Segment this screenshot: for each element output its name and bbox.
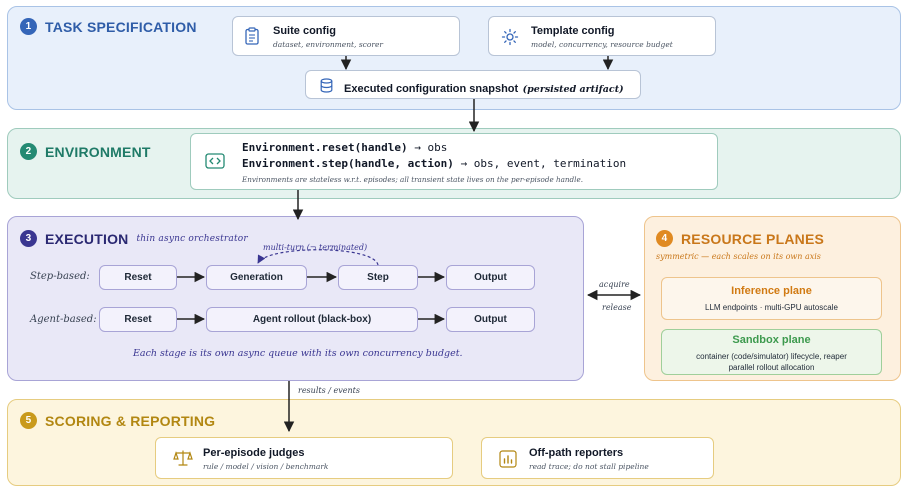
release-label: release <box>602 303 632 312</box>
task-panel-title-text: TASK SPECIFICATION <box>45 18 197 35</box>
per-episode-judges-box: Per-episode judges rule / model / vision… <box>155 437 453 479</box>
judges-title: Per-episode judges <box>203 447 305 459</box>
scoring-panel-title-text: SCORING & REPORTING <box>45 412 216 429</box>
resources-panel-number: 4 <box>656 230 673 247</box>
execution-panel-number: 3 <box>20 230 37 247</box>
environment-panel-number: 2 <box>20 143 37 160</box>
scales-icon <box>173 450 193 466</box>
clipboard-icon <box>245 27 259 45</box>
inference-plane-box: Inference plane LLM endpoints · multi-GP… <box>661 277 882 320</box>
agent-reset-stage: Reset <box>99 307 177 332</box>
scoring-panel-title: 5 SCORING & REPORTING <box>20 412 215 429</box>
resources-panel-title-text: RESOURCE PLANES <box>681 230 825 247</box>
results-events-label: results / events <box>298 386 360 395</box>
step-stage: Step <box>338 265 418 290</box>
resources-panel-title: 4 RESOURCE PLANES <box>656 230 824 247</box>
reset-return: → obs <box>407 141 448 154</box>
sandbox-plane-title: Sandbox plane <box>732 334 811 346</box>
template-config-box: Template config model, concurrency, reso… <box>488 16 716 56</box>
template-config-subtitle: model, concurrency, resource budget <box>531 40 673 49</box>
reporters-subtitle: read trace; do not stall pipeline <box>529 462 649 471</box>
judges-subtitle: rule / model / vision / benchmark <box>203 462 329 471</box>
suite-config-box: Suite config dataset, environment, score… <box>232 16 460 56</box>
inference-plane-title: Inference plane <box>731 285 812 297</box>
reporters-title: Off-path reporters <box>529 447 624 459</box>
sandbox-plane-desc-1: container (code/simulator) lifecycle, re… <box>696 352 847 361</box>
snapshot-title: Executed configuration snapshot <box>344 83 519 95</box>
gear-icon <box>501 28 519 46</box>
generation-stage: Generation <box>206 265 307 290</box>
agent-rollout-stage: Agent rollout (black-box) <box>206 307 418 332</box>
agent-output-stage: Output <box>446 307 535 332</box>
multi-turn-label: multi-turn (¬ terminated) <box>263 243 368 252</box>
code-icon <box>205 153 225 169</box>
environment-api-box: Environment.reset(handle) → obs Environm… <box>190 133 718 190</box>
execution-panel-title: 3 EXECUTION thin async orchestrator <box>20 230 248 247</box>
reset-call: Environment.reset(handle) <box>242 141 408 154</box>
step-reset-stage: Reset <box>99 265 177 290</box>
execution-note: Each stage is its own async queue with i… <box>133 348 463 359</box>
inference-plane-desc: LLM endpoints · multi-GPU autoscale <box>705 303 838 312</box>
execution-panel-title-text: EXECUTION <box>45 230 129 247</box>
reset-signature: Environment.reset(handle) → obs <box>242 141 447 154</box>
step-return: → obs, event, termination <box>453 157 627 170</box>
execution-panel <box>7 216 584 381</box>
bar-chart-icon <box>499 450 517 468</box>
sandbox-plane-box: Sandbox plane container (code/simulator)… <box>661 329 882 375</box>
multi-turn-loop-arrow <box>257 249 379 266</box>
suite-config-title: Suite config <box>273 25 336 37</box>
agent-based-label: Agent-based: <box>30 314 97 325</box>
template-config-title: Template config <box>531 25 615 37</box>
execution-panel-subtitle: thin async orchestrator <box>136 233 248 244</box>
step-signature: Environment.step(handle, action) → obs, … <box>242 157 626 170</box>
sandbox-plane-desc-2: parallel rollout allocation <box>728 363 815 372</box>
scoring-panel-number: 5 <box>20 412 37 429</box>
acquire-label: acquire <box>599 280 630 289</box>
environment-panel-title-text: ENVIRONMENT <box>45 143 151 160</box>
environment-note: Environments are stateless w.r.t. episod… <box>242 175 583 184</box>
environment-panel-title: 2 ENVIRONMENT <box>20 143 151 160</box>
step-based-label: Step-based: <box>30 271 90 282</box>
task-panel-title: 1 TASK SPECIFICATION <box>20 18 197 35</box>
off-path-reporters-box: Off-path reporters read trace; do not st… <box>481 437 714 479</box>
resources-panel-subtitle: symmetric — each scales on its own axis <box>656 252 821 261</box>
snapshot-note: (persisted artifact) <box>522 84 624 95</box>
step-call: Environment.step(handle, action) <box>242 157 454 170</box>
task-panel-number: 1 <box>20 18 37 35</box>
snapshot-text: Executed configuration snapshot (persist… <box>344 79 624 97</box>
database-icon <box>320 78 333 93</box>
suite-config-subtitle: dataset, environment, scorer <box>273 40 383 49</box>
configuration-snapshot-box: Executed configuration snapshot (persist… <box>305 70 641 99</box>
step-output-stage: Output <box>446 265 535 290</box>
